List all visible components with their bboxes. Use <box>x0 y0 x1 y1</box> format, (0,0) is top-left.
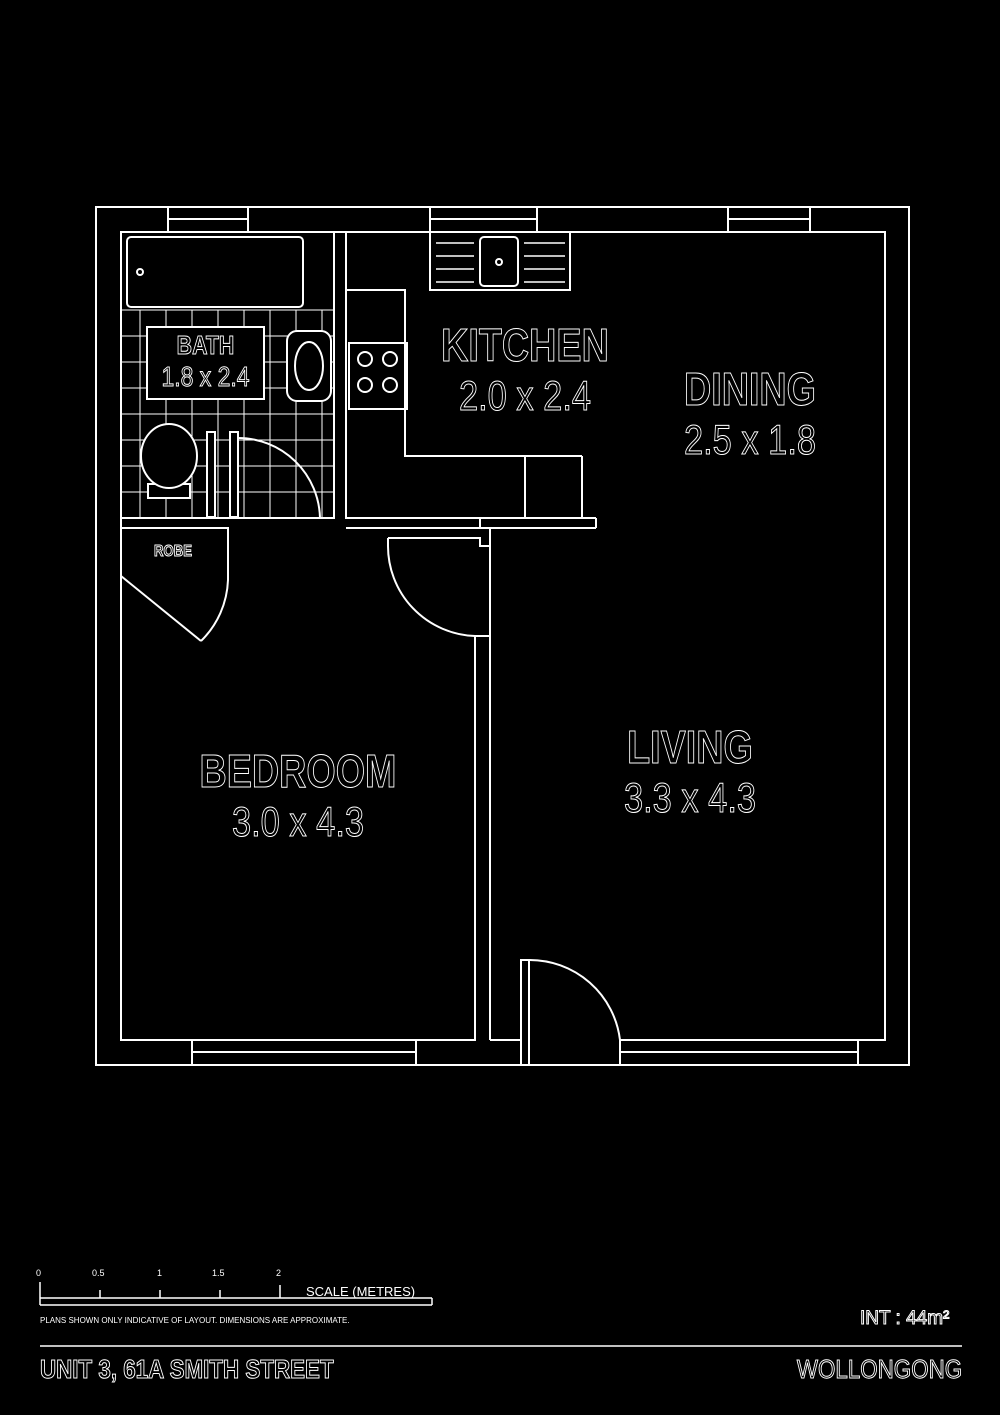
bathroom <box>120 231 347 519</box>
scale-tick: 0 <box>36 1268 42 1278</box>
bedroom-door <box>386 538 476 637</box>
scale-tick: 1 <box>157 1268 163 1278</box>
scale-bar <box>39 1282 433 1306</box>
basin <box>286 330 332 402</box>
scale-tick: 0.5 <box>92 1268 105 1278</box>
room-name: KITCHEN <box>441 319 609 372</box>
windows <box>167 206 859 1066</box>
bathtub-drain <box>136 268 144 276</box>
scale-tick: 2 <box>276 1268 282 1278</box>
area-label: INT : 44m² <box>859 1308 950 1330</box>
bath-label-box <box>146 326 265 400</box>
sink-icon <box>479 236 519 287</box>
disclaimer: PLANS SHOWN ONLY INDICATIVE OF LAYOUT. D… <box>40 1316 350 1325</box>
robe <box>120 528 229 642</box>
bath-label: BATH 1.8 x 2.4 <box>158 330 254 393</box>
scale-tick: 1.5 <box>212 1268 225 1278</box>
cooktop-icon <box>348 342 408 410</box>
shower-screen <box>206 431 216 518</box>
kitchen <box>345 231 597 529</box>
room-dims: 2.0 x 2.4 <box>458 372 592 420</box>
living-label: LIVING 3.3 x 4.3 <box>600 720 780 822</box>
room-name: DINING <box>683 363 817 416</box>
scale-label: SCALE (METRES) <box>306 1284 416 1299</box>
room-dims: 3.0 x 4.3 <box>231 798 365 846</box>
entry-door <box>520 958 621 1066</box>
kitchen-label: KITCHEN 2.0 x 2.4 <box>439 318 611 420</box>
room-name: BEDROOM <box>199 745 397 798</box>
suburb-title: WOLLONGONG <box>796 1354 962 1385</box>
room-name: BATH <box>176 330 235 361</box>
bedroom-label: BEDROOM 3.0 x 4.3 <box>191 744 404 846</box>
address-title: UNIT 3, 61A SMITH STREET <box>40 1354 334 1385</box>
bathroom-door-swing <box>237 437 321 519</box>
sink-bench <box>429 231 571 291</box>
room-dims: 1.8 x 2.4 <box>161 361 250 393</box>
room-name: ROBE <box>154 543 193 561</box>
robe-label: ROBE <box>146 543 200 561</box>
room-dims: 2.5 x 1.8 <box>683 416 817 464</box>
bathtub <box>126 236 304 308</box>
dining-label: DINING 2.5 x 1.8 <box>660 362 840 464</box>
toilet-icon <box>140 423 198 499</box>
room-name: LIVING <box>627 721 754 774</box>
room-dims: 3.3 x 4.3 <box>623 774 757 822</box>
